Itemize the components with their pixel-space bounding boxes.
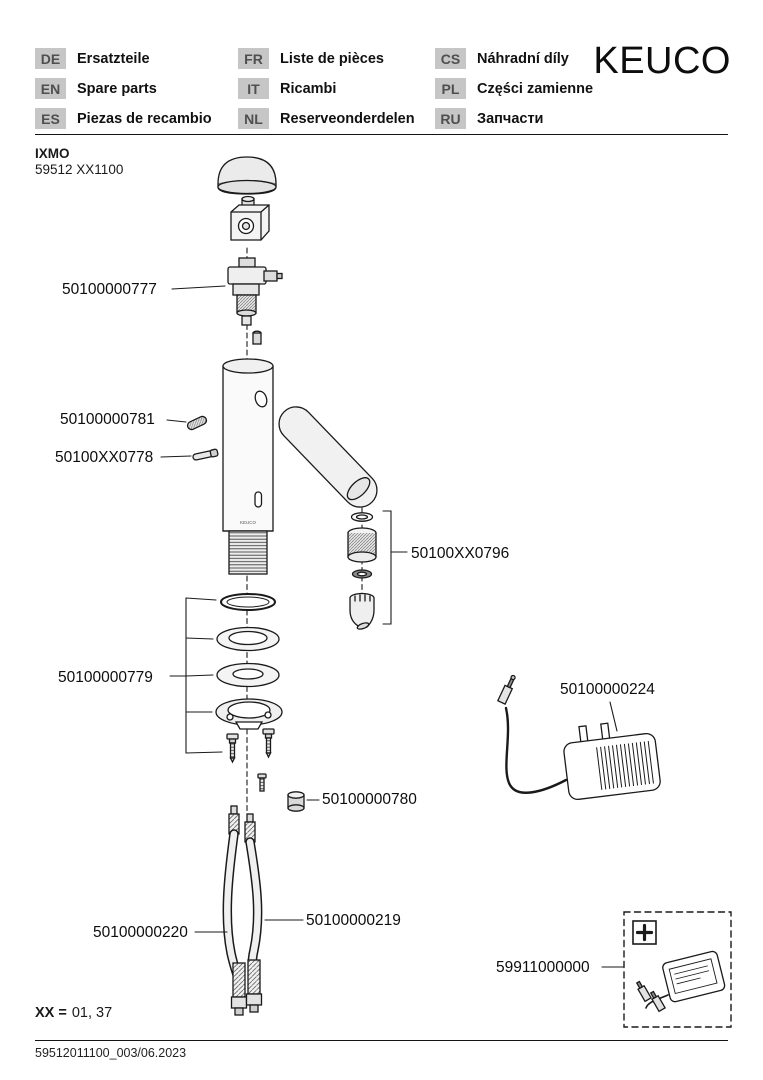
part-label-accessory-kit: 59911000000	[496, 959, 590, 976]
brand-logo: KEUCO	[593, 40, 731, 82]
language-entry-it: IT Ricambi	[238, 78, 415, 99]
variant-note-values: 01, 37	[71, 1005, 113, 1021]
hoses-drawing	[222, 805, 263, 1016]
valve-assembly-drawing	[227, 257, 283, 326]
language-badge-de: DE	[35, 48, 66, 69]
language-label-es: Piezas de recambio	[77, 110, 212, 127]
language-badge-cs: CS	[435, 48, 466, 69]
spout-drawing	[278, 406, 378, 508]
footer-divider	[35, 1040, 728, 1041]
part-label-fastening-set: 50100000779	[58, 669, 153, 686]
language-entry-fr: FR Liste de pièces	[238, 48, 415, 69]
language-entry-en: EN Spare parts	[35, 78, 212, 99]
language-entry-de: DE Ersatzteile	[35, 48, 212, 69]
language-label-fr: Liste de pièces	[280, 50, 384, 67]
variant-note: XX =01, 37	[35, 1005, 112, 1021]
leader-lines	[160, 285, 624, 968]
small-adapter-drawing	[252, 330, 262, 345]
variant-note-label: XX =	[35, 1005, 67, 1021]
body-logo-text: KEUCO	[240, 520, 257, 525]
language-column-2: FR Liste de pièces IT Ricambi NL Reserve…	[238, 48, 415, 138]
language-entry-nl: NL Reserveonderdelen	[238, 108, 415, 129]
part-label-cap: 50100000780	[322, 791, 417, 808]
header-divider	[35, 134, 728, 135]
language-column-3: CS Náhradní díly PL Części zamienne RU З…	[435, 48, 593, 138]
language-entry-cs: CS Náhradní díly	[435, 48, 593, 69]
language-label-pl: Części zamienne	[477, 80, 594, 97]
bracket-796	[382, 510, 408, 625]
language-badge-ru: RU	[435, 108, 466, 129]
language-badge-es: ES	[35, 108, 66, 129]
part-label-hose-left: 50100000220	[93, 924, 188, 941]
oring-drawing	[220, 593, 276, 611]
language-badge-fr: FR	[238, 48, 269, 69]
pin-drawing	[192, 448, 219, 461]
part-label-hose-right: 50100000219	[306, 912, 401, 929]
product-model: 59512 XX1100	[35, 162, 124, 177]
cartridge-drawing	[230, 195, 270, 241]
accessory-kit-drawing	[623, 911, 732, 1028]
language-badge-en: EN	[35, 78, 66, 99]
clip-drawing	[186, 415, 208, 431]
washer1-drawing	[216, 626, 280, 652]
part-label-pin: 50100XX0778	[55, 449, 154, 466]
power-adapter-drawing	[496, 674, 661, 801]
part-label-valve: 50100000777	[62, 281, 157, 298]
bracket-779	[169, 597, 223, 754]
cap-drawing	[217, 156, 277, 195]
language-badge-nl: NL	[238, 108, 269, 129]
language-entry-ru: RU Запчасти	[435, 108, 593, 129]
part-label-power-supply: 50100000224	[560, 681, 655, 698]
product-name: IXMO	[35, 146, 70, 161]
part-label-aerator-set: 50100XX0796	[411, 545, 510, 562]
language-label-cs: Náhradní díly	[477, 50, 569, 67]
language-label-de: Ersatzteile	[77, 50, 150, 67]
language-label-ru: Запчасти	[477, 110, 544, 127]
language-label-en: Spare parts	[77, 80, 157, 97]
document-number: 59512011100_003/06.2023	[35, 1046, 187, 1060]
cap-780-drawing	[287, 791, 305, 812]
flange-drawing	[215, 698, 283, 730]
language-entry-pl: PL Części zamienne	[435, 78, 593, 99]
washer2-drawing	[216, 662, 280, 688]
language-entry-es: ES Piezas de recambio	[35, 108, 212, 129]
language-badge-pl: PL	[435, 78, 466, 99]
language-label-it: Ricambi	[280, 80, 337, 97]
small-screw-drawing	[257, 773, 267, 792]
language-column-1: DE Ersatzteile EN Spare parts ES Piezas …	[35, 48, 212, 138]
faucet-body-drawing	[222, 358, 274, 575]
language-label-nl: Reserveonderdelen	[280, 110, 415, 127]
part-label-retaining-clip: 50100000781	[60, 411, 155, 428]
language-badge-it: IT	[238, 78, 269, 99]
screw-right-drawing	[262, 728, 275, 759]
screw-left-drawing	[226, 733, 239, 764]
aerator-stack-drawing	[347, 512, 377, 630]
